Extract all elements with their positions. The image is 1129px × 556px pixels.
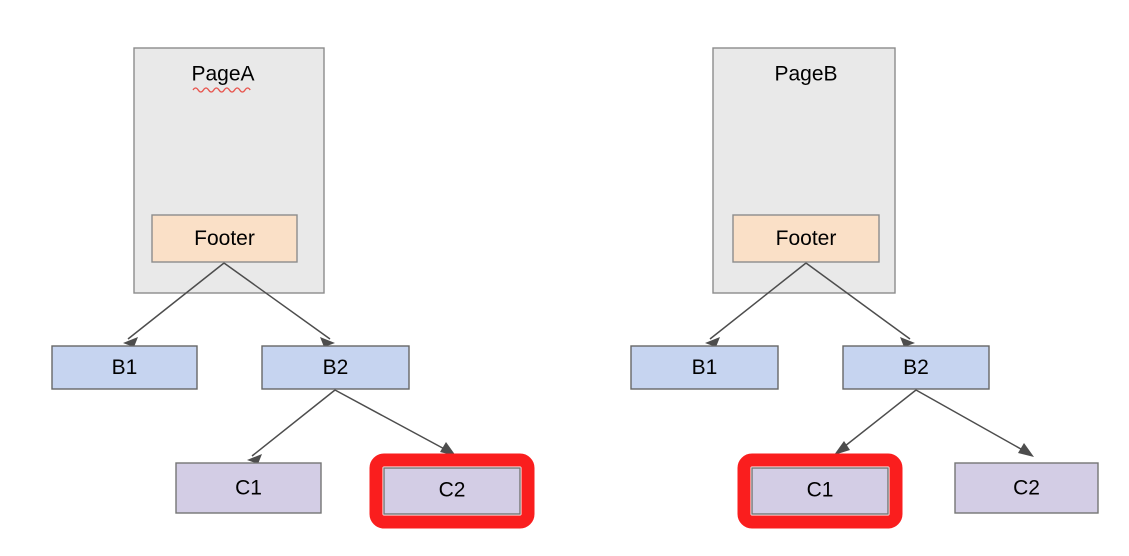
node-b1-label-left: B1 [112,356,138,379]
node-c1-label-left: C1 [235,477,262,500]
edge-b2-to-c2-right [915,389,1029,454]
edge-footer-to-b1-left [127,262,225,340]
edge-footer-to-b2-left [223,262,331,340]
panel-right: PageB Footer B1 B2 C1 [630,47,1099,529]
node-b1-right[interactable] [630,345,779,390]
spellcheck-squiggle-icon [192,87,251,93]
node-c2-label-right: C2 [1013,477,1040,500]
arrowhead-footer-to-b1-left [123,337,138,347]
node-c2-left[interactable] [383,467,521,515]
page-title-left: PageA [191,63,254,86]
arrowhead-b2-to-c2-left [440,442,456,456]
node-b2-right[interactable] [842,345,990,390]
arrowhead-footer-to-b2-left [320,337,335,347]
footer-node-left[interactable] [151,214,298,263]
node-b1-label-right: B1 [692,356,718,379]
footer-node-right[interactable] [732,214,880,263]
edge-footer-to-b2-right [805,262,911,340]
panel-left: PageA Footer B1 B2 [51,47,535,529]
edge-b2-to-c1-right [839,389,917,451]
node-c1-left[interactable] [175,462,322,514]
footer-label-left: Footer [194,227,255,250]
arrowhead-b2-to-c1-left [247,454,262,464]
node-c2-right[interactable] [954,462,1099,514]
node-b2-label-right: B2 [903,356,929,379]
footer-label-right: Footer [776,227,837,250]
highlight-ring-c1-right [737,453,903,529]
node-b2-left[interactable] [261,345,410,390]
arrowhead-footer-to-b2-right [900,337,915,347]
arrowhead-b2-to-c1-right [834,441,850,455]
edge-b2-to-c1-left [251,389,336,457]
arrowhead-b2-to-c2-right [1018,443,1034,457]
node-c1-label-right: C1 [807,479,834,502]
node-c1-right[interactable] [751,467,889,515]
node-c2-label-left: C2 [439,479,466,502]
edge-b2-to-c2-left [334,389,451,453]
node-b1-left[interactable] [51,345,198,390]
page-title-right: PageB [774,63,837,86]
edge-footer-to-b1-right [709,262,807,340]
arrowhead-footer-to-b1-right [705,337,720,347]
highlight-ring-c2-left [369,453,535,529]
node-b2-label-left: B2 [323,356,349,379]
